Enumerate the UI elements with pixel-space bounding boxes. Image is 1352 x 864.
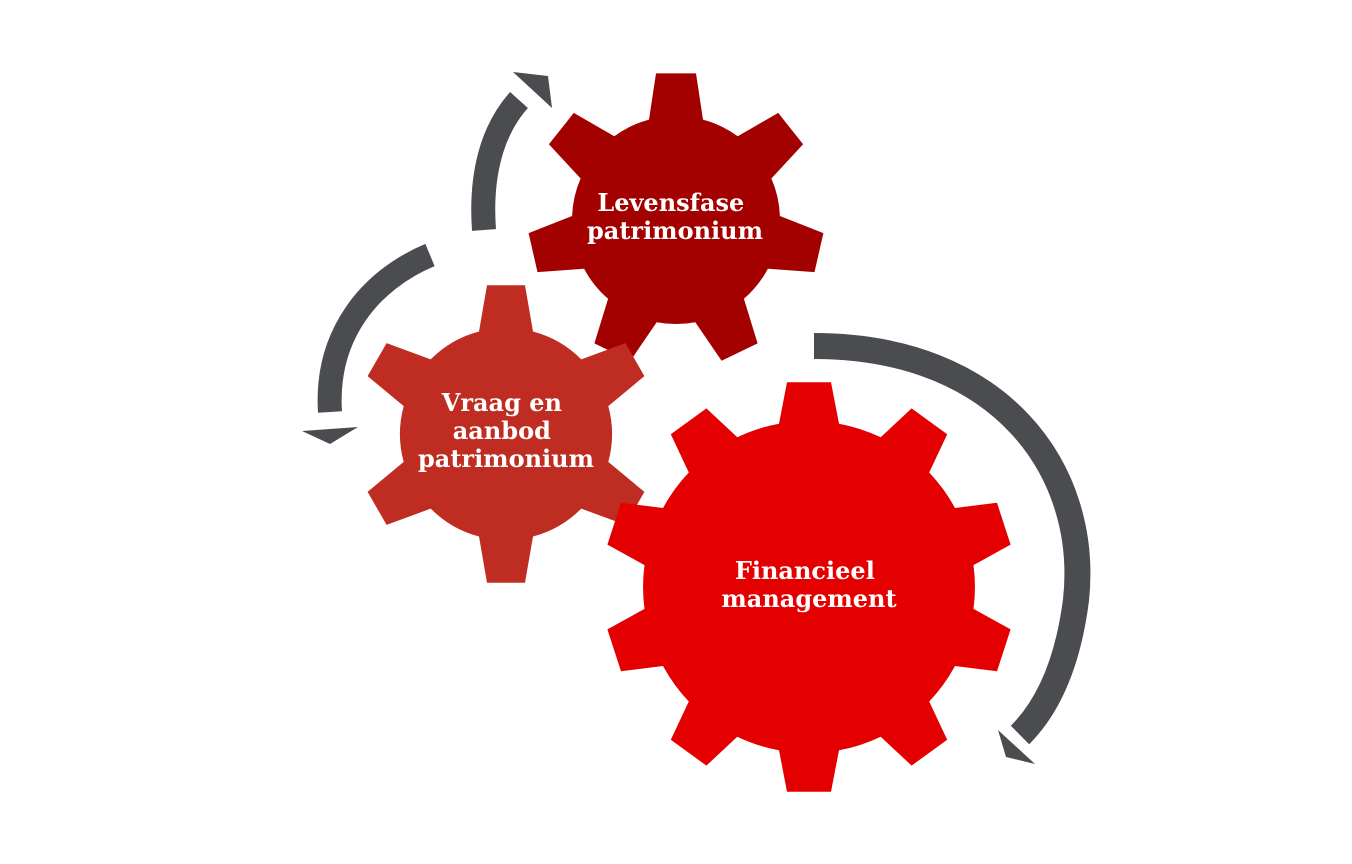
gear-levensfase-shape [528,73,824,361]
arrow-down-to-vraag-aanbod-head [302,427,358,444]
gear-financieel: Financieel management [607,382,1011,792]
gear-vraag-aanbod-label-line-3: patrimonium [418,444,594,473]
gear-financieel-label-line-2: management [721,584,896,613]
gear-levensfase-label: Levensfase patrimonium [587,188,763,245]
gear-levensfase-label-line-2: patrimonium [587,216,763,245]
gear-levensfase-label-line-1: Levensfase [597,188,744,217]
gear-financieel-label: Financieel management [721,556,896,613]
gear-vraag-aanbod: Vraag en aanbod patrimonium [367,285,645,583]
arrow-down-to-vraag-aanbod [317,243,435,413]
gear-vraag-aanbod-label: Vraag en aanbod patrimonium [418,388,594,473]
arrow-down-to-financieel-head [998,730,1035,764]
gear-vraag-aanbod-label-line-2: aanbod [453,416,551,445]
gear-vraag-aanbod-label-line-1: Vraag en [441,388,562,417]
gear-levensfase: Levensfase patrimonium [528,73,824,361]
arrow-down-to-financieel [813,333,1091,745]
arrow-up-to-levensfase-head [513,72,552,108]
cycle-arrows [302,72,1091,764]
gear-financieel-label-line-1: Financieel [735,556,875,585]
gear-financieel-shape [607,382,1011,792]
gear-vraag-aanbod-shape [367,285,645,583]
arrow-up-to-levensfase [471,91,529,231]
